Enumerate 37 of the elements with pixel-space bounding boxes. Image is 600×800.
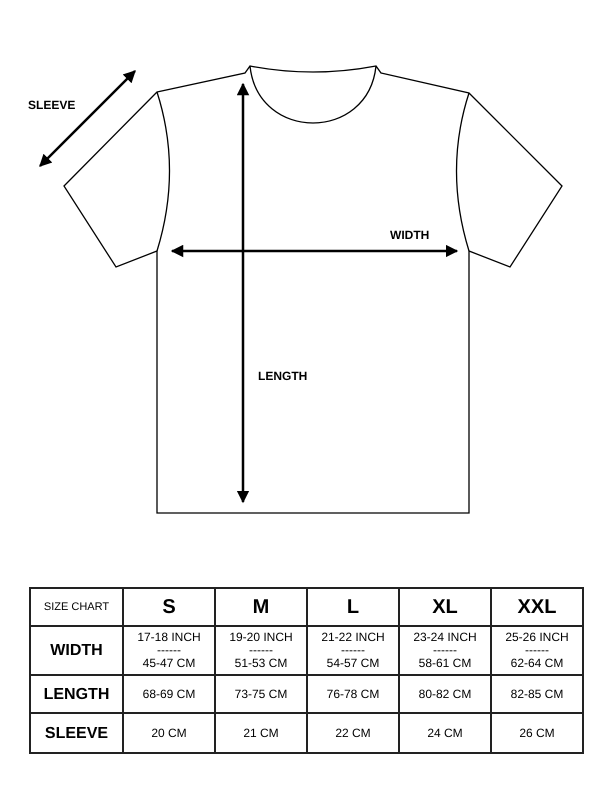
measurement-value: 19-20 INCH: [228, 631, 294, 644]
dash-separator: ------: [248, 644, 274, 657]
measurement-label: SLEEVE: [28, 98, 76, 112]
row-heading: SLEEVE: [44, 726, 110, 740]
dash-separator: ------: [340, 644, 366, 657]
size-heading: XXL: [516, 600, 558, 614]
measurement-label: WIDTH: [390, 228, 430, 242]
measurement-value: 26 CM: [518, 726, 556, 740]
size-heading: S: [161, 600, 177, 614]
size-heading: L: [346, 600, 360, 614]
row-heading: LENGTH: [42, 688, 110, 700]
measurement-value: 21 CM: [242, 726, 280, 740]
measurement-value: 80-82 CM: [418, 688, 472, 700]
measurement-value: 62-64 CM: [510, 657, 564, 670]
table-title: SIZE CHART: [42, 600, 110, 614]
measurement-label: LENGTH: [258, 369, 308, 383]
measurement-value: 45-47 CM: [142, 657, 196, 670]
measurement-value: 22 CM: [334, 726, 372, 740]
measurement-value: 54-57 CM: [326, 657, 380, 670]
dash-separator: ------: [524, 644, 550, 657]
measurement-value: 82-85 CM: [510, 688, 564, 700]
measurement-value: 68-69 CM: [142, 688, 196, 700]
size-heading: M: [252, 600, 270, 614]
measurement-value: 20 CM: [150, 726, 188, 740]
measurement-value: 58-61 CM: [418, 657, 472, 670]
dash-separator: ------: [432, 644, 458, 657]
measurement-value: 21-22 INCH: [320, 631, 386, 644]
measurement-value: 76-78 CM: [326, 688, 380, 700]
dash-separator: ------: [156, 644, 182, 657]
measurement-value: 17-18 INCH: [136, 631, 202, 644]
row-heading: WIDTH: [49, 644, 104, 657]
measurement-value: 23-24 INCH: [412, 631, 478, 644]
measurement-value: 51-53 CM: [234, 657, 288, 670]
measurement-value: 24 CM: [426, 726, 464, 740]
measurement-value: 25-26 INCH: [504, 631, 570, 644]
size-heading: XL: [431, 600, 459, 614]
measurement-value: 73-75 CM: [234, 688, 288, 700]
